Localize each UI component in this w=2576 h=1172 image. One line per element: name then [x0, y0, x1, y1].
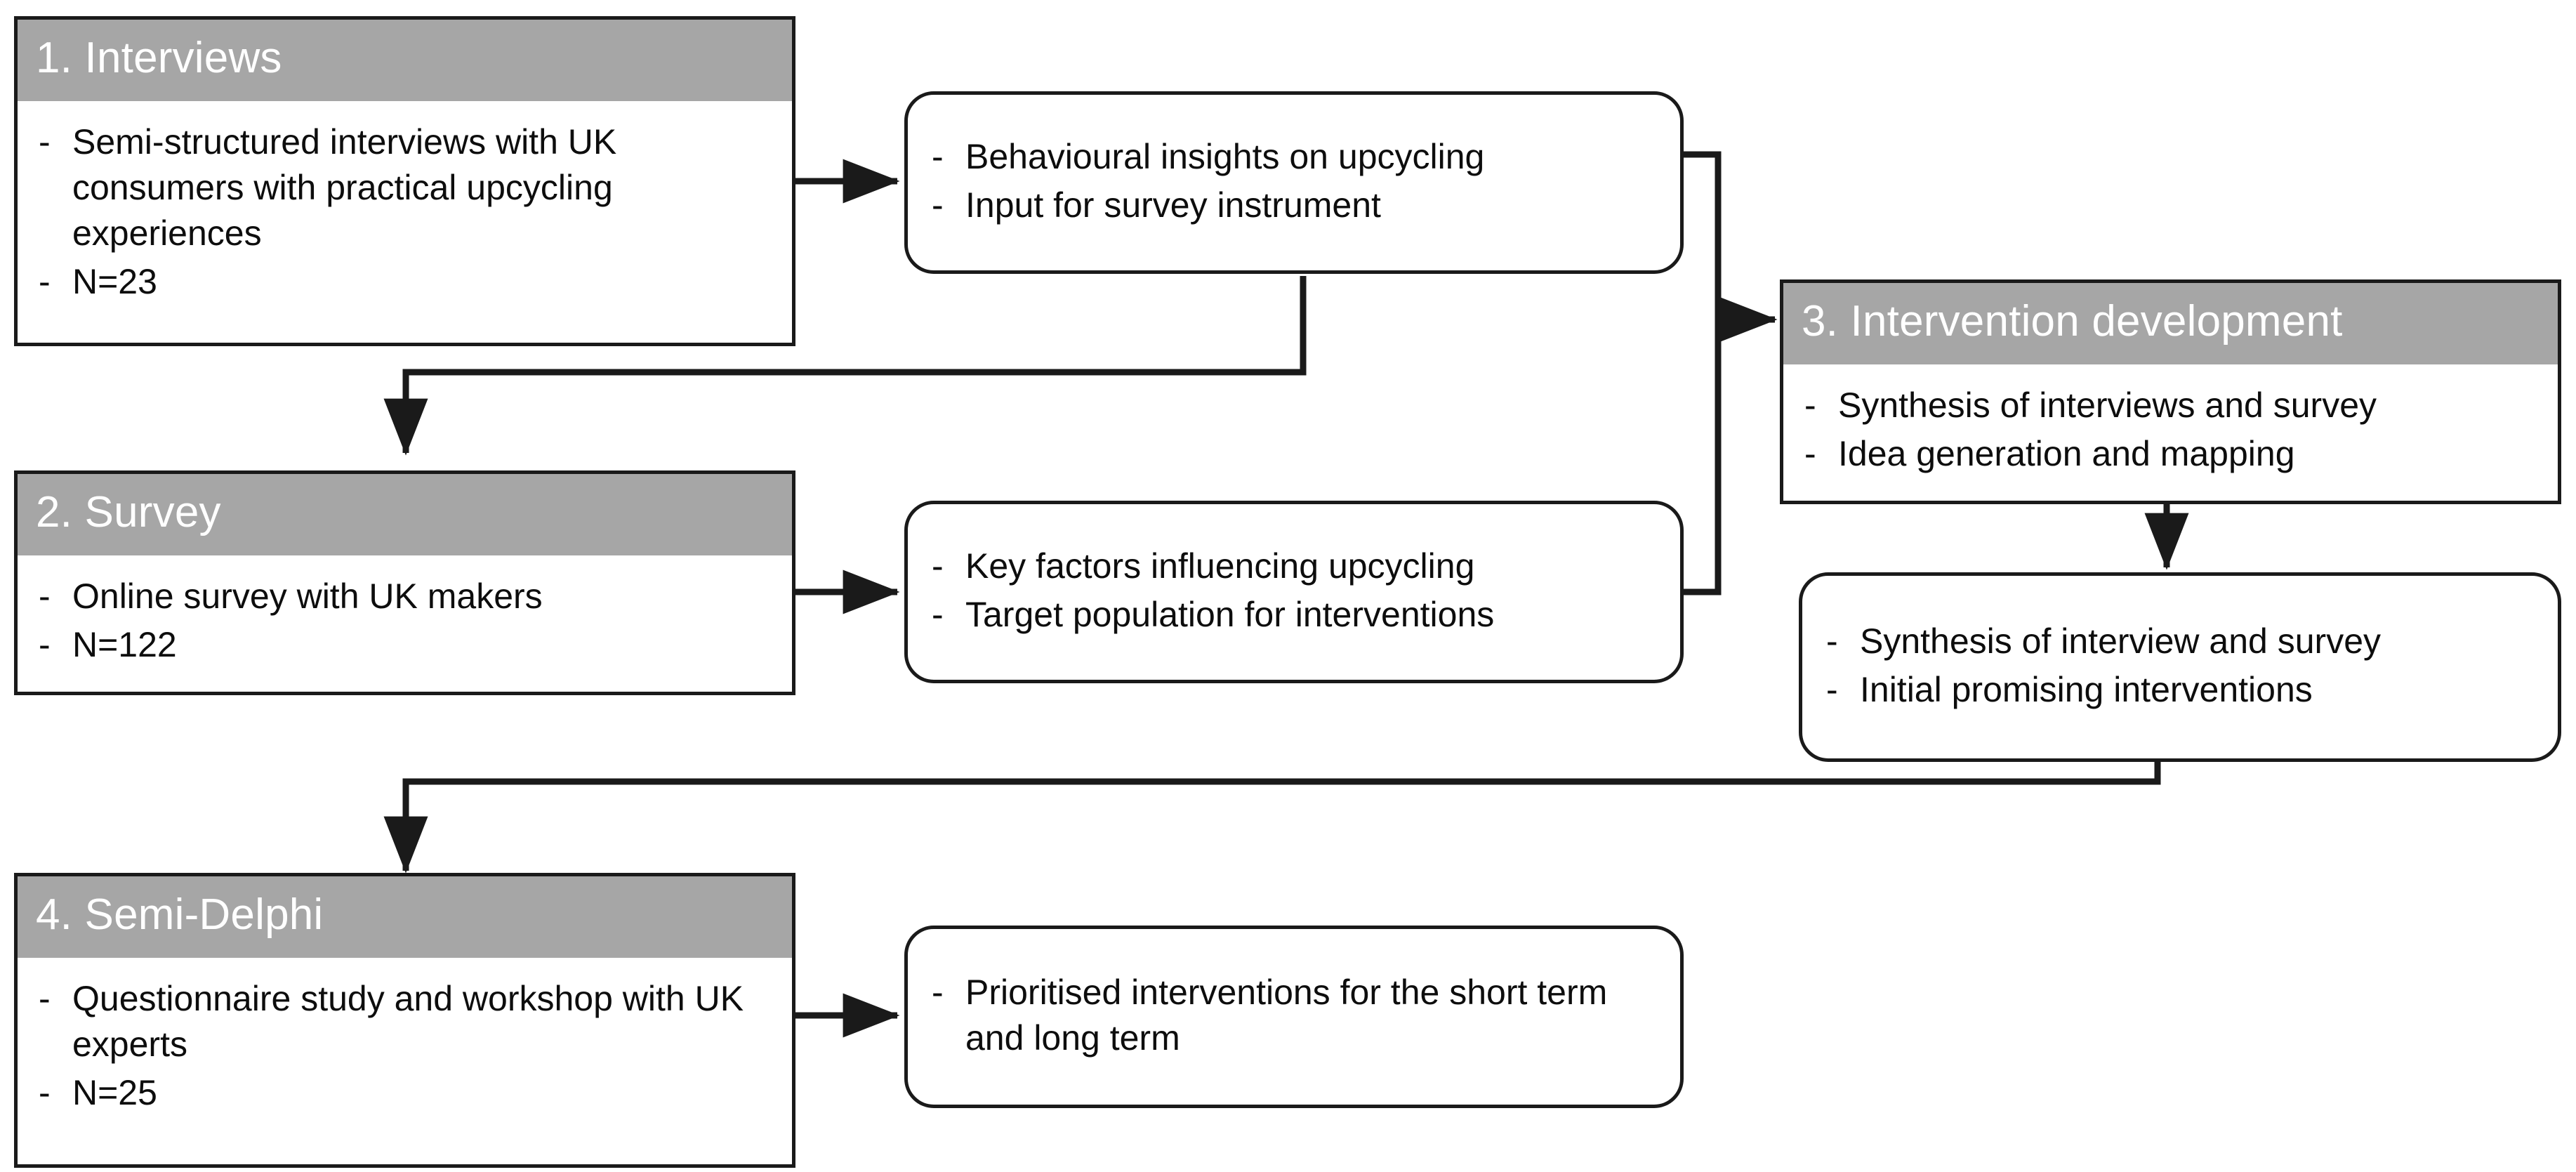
bullet-dash: - [932, 137, 944, 176]
bullet-list-semi-delphi: - Questionnaire study and workshop with … [33, 976, 772, 1116]
stage-header-survey: 2. Survey [18, 474, 792, 555]
list-item: - N=122 [33, 622, 772, 668]
stage-box-semi-delphi[interactable]: 4. Semi-Delphi - Questionnaire study and… [14, 873, 795, 1168]
outcome-box-survey-outcomes[interactable]: - Key factors influencing upcycling - Ta… [904, 501, 1684, 683]
list-item: - Target population for interventions [926, 592, 1659, 638]
list-item: - Behavioural insights on upcycling [926, 134, 1659, 180]
list-item-text: Key factors influencing upcycling [965, 546, 1475, 586]
list-item-text: Behavioural insights on upcycling [965, 137, 1485, 176]
list-item-text: Prioritised interventions for the short … [965, 973, 1608, 1058]
bullet-list-survey-outcomes: - Key factors influencing upcycling - Ta… [926, 544, 1659, 640]
list-item-text: Questionnaire study and workshop with UK… [72, 979, 744, 1064]
bullet-dash: - [932, 185, 944, 225]
list-item-text: Synthesis of interview and survey [1860, 621, 2382, 661]
list-item-text: Online survey with UK makers [72, 577, 543, 616]
bullet-dash: - [39, 625, 51, 664]
list-item: - Semi-structured interviews with UK con… [33, 119, 772, 256]
list-item: - Initial promising interventions [1821, 667, 2537, 713]
bullet-list-interview-outcomes: - Behavioural insights on upcycling - In… [926, 134, 1659, 231]
stage-box-intervention-development[interactable]: 3. Intervention development - Synthesis … [1780, 279, 2561, 504]
list-item: - Key factors influencing upcycling [926, 544, 1659, 589]
list-item-text: N=25 [72, 1073, 157, 1112]
bullet-list-interviews: - Semi-structured interviews with UK con… [33, 119, 772, 305]
outcome-box-delphi-outcomes[interactable]: - Prioritised interventions for the shor… [904, 926, 1684, 1108]
stage-body-interviews: - Semi-structured interviews with UK con… [18, 101, 792, 343]
bullet-dash: - [39, 979, 51, 1018]
bullet-dash: - [1826, 670, 1838, 709]
list-item-text: Semi-structured interviews with UK consu… [72, 122, 617, 253]
list-item: - N=25 [33, 1070, 772, 1116]
list-item-text: Target population for interventions [965, 595, 1495, 634]
list-item: - Questionnaire study and workshop with … [33, 976, 772, 1067]
stage-header-intervention-development: 3. Intervention development [1783, 283, 2558, 364]
list-item: - Prioritised interventions for the shor… [926, 970, 1659, 1061]
bullet-dash: - [932, 595, 944, 634]
list-item-text: Synthesis of interviews and survey [1838, 386, 2377, 425]
stage-header-semi-delphi: 4. Semi-Delphi [18, 876, 792, 958]
bullet-dash: - [932, 973, 944, 1012]
list-item: - Synthesis of interview and survey [1821, 619, 2537, 664]
stage-box-survey[interactable]: 2. Survey - Online survey with UK makers… [14, 470, 795, 695]
bullet-dash: - [39, 577, 51, 616]
connector-outcomes-to-intervention-development [1682, 151, 1778, 595]
bullet-dash: - [39, 1073, 51, 1112]
list-item-text: N=122 [72, 625, 177, 664]
stage-body-survey: - Online survey with UK makers - N=122 [18, 555, 792, 692]
bullet-dash: - [1804, 386, 1816, 425]
list-item-text: Input for survey instrument [965, 185, 1381, 225]
outcome-box-interview-outcomes[interactable]: - Behavioural insights on upcycling - In… [904, 91, 1684, 274]
list-item: - Input for survey instrument [926, 183, 1659, 228]
stage-header-interviews: 1. Interviews [18, 20, 792, 101]
list-item-text: Idea generation and mapping [1838, 434, 2295, 473]
bullet-dash: - [932, 546, 944, 586]
list-item: - Synthesis of interviews and survey [1799, 383, 2538, 428]
bullet-dash: - [39, 262, 51, 301]
stage-body-intervention-development: - Synthesis of interviews and survey - I… [1783, 364, 2558, 501]
list-item: - Idea generation and mapping [1799, 431, 2538, 477]
bullet-dash: - [1826, 621, 1838, 661]
bullet-list-delphi-outcomes: - Prioritised interventions for the shor… [926, 970, 1659, 1064]
stage-box-interviews[interactable]: 1. Interviews - Semi-structured intervie… [14, 16, 795, 346]
stage-body-semi-delphi: - Questionnaire study and workshop with … [18, 958, 792, 1164]
bullet-list-intervention-development: - Synthesis of interviews and survey - I… [1799, 383, 2538, 477]
list-item-text: N=23 [72, 262, 157, 301]
outcome-box-intervention-outcomes[interactable]: - Synthesis of interview and survey - In… [1799, 572, 2561, 762]
connector-intervention-outcomes-to-semi-delphi [383, 761, 2161, 874]
list-item: - Online survey with UK makers [33, 574, 772, 619]
bullet-list-survey: - Online survey with UK makers - N=122 [33, 574, 772, 668]
bullet-dash: - [39, 122, 51, 162]
bullet-dash: - [1804, 434, 1816, 473]
bullet-list-intervention-outcomes: - Synthesis of interview and survey - In… [1821, 619, 2537, 716]
list-item: - N=23 [33, 259, 772, 305]
list-item-text: Initial promising interventions [1860, 670, 2313, 709]
